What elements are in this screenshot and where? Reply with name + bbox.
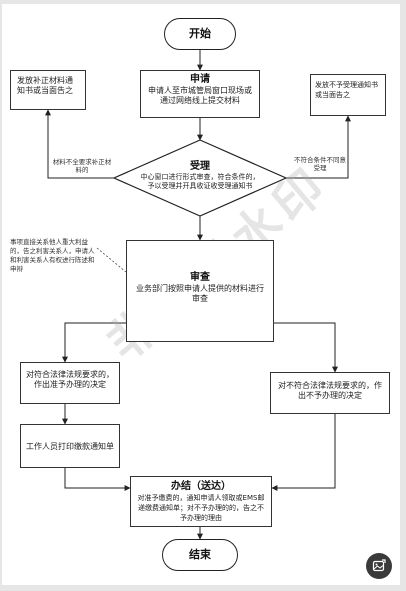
arrow-print-to-finish [64,468,131,491]
arrow-review-to-approve [62,322,126,363]
review-title: 审查 [190,272,210,283]
correction-notice-box: 发放补正材料通知书或当面告之 [10,70,86,110]
end-node: 结束 [162,539,238,571]
finish-box: 办结（送达） 对准予缴费的，通知申请人领取或EMS邮递缴费通知单；对不予办理的的… [130,476,272,527]
accept-title: 受理 [190,161,210,172]
apply-box: 申请 申请人至市城管局窗口现场或通过网络线上提交材料 [140,70,260,118]
share-image-button[interactable] [366,553,392,579]
arrow-accept-to-reject [286,115,351,179]
apply-title: 申请 [190,74,210,85]
review-note: 事项直接关系他人重大利益的，告之利害关系人，申请人和利害关系人有权进行陈述和申辩 [10,238,95,273]
reject-notice-box: 发放不予受理通知书或当面告之 [310,74,386,116]
accept-text: 中心窗口进行形式审查，符合条件的，予以受理并开具收证收受理通知书 [140,173,260,190]
finish-text: 对准予缴费的，通知申请人领取或EMS邮递缴费通知单；对不予办理的的，告之不予办理… [137,494,265,522]
label-incomplete: 材料不全要求补正材料的 [52,158,112,174]
finish-title: 办结（送达） [171,481,231,492]
accept-text-block: 受理 中心窗口进行形式审查，符合条件的，予以受理并开具收证收受理通知书 [140,160,260,190]
arrow-deny-to-finish [271,414,336,491]
deny-box: 对不符合法律法规要求的，作出不予办理的决定 [270,372,390,414]
label-not-meet: 不符合条件不同意受理 [294,156,346,172]
review-box: 审查 业务部门按照申请人提供的材料进行审查 [126,240,274,342]
review-note-dashed-link [96,247,127,273]
print-box: 工作人员打印缴款通知单 [20,424,120,468]
accept-diamond [112,139,288,217]
arrow-review-to-deny [274,322,338,373]
review-text: 业务部门按照申请人提供的材料进行审查 [136,284,264,303]
image-share-icon [372,559,386,572]
start-node: 开始 [164,18,236,50]
approve-box: 对符合法律法规要求的，作出准予办理的决定 [20,362,120,404]
arrow-accept-to-correction [45,109,114,179]
apply-text: 申请人至市城管局窗口现场或通过网络线上提交材料 [148,86,252,105]
